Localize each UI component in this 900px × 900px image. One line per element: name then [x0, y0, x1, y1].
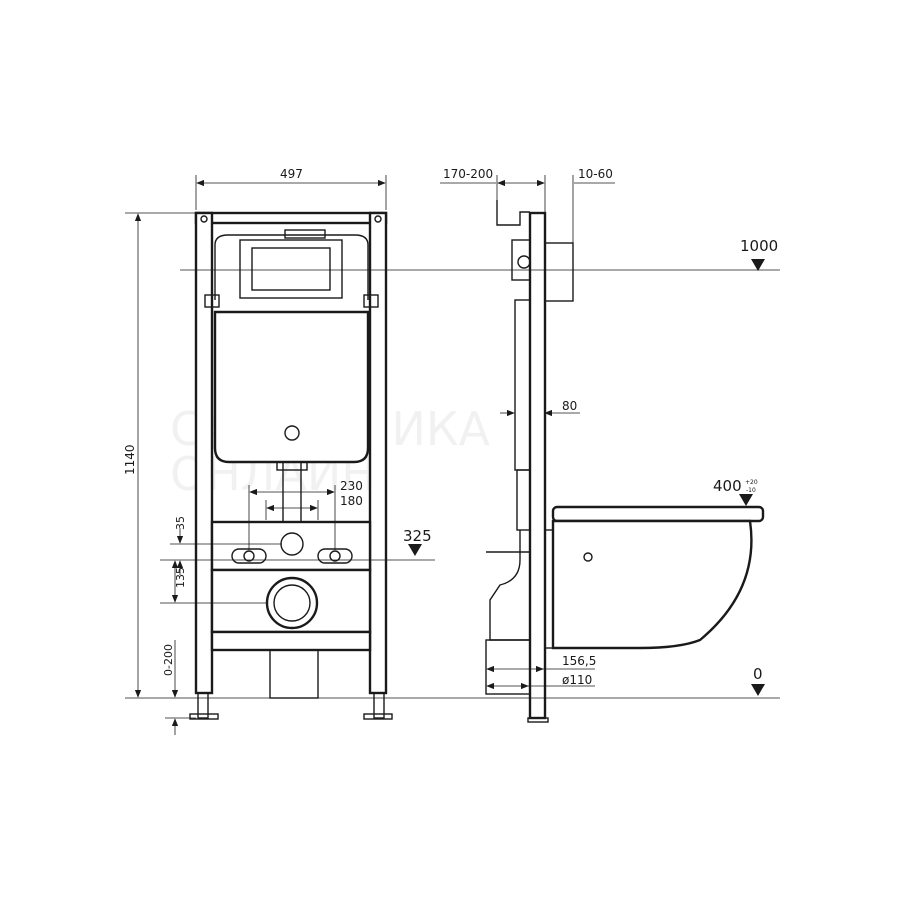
floor-level-label: 0: [753, 665, 763, 683]
bolt-inner-label: 180: [340, 494, 363, 508]
height-label: 1140: [123, 444, 137, 475]
flush-height-label: 1000: [740, 237, 778, 255]
seat-tol-minus: -10: [746, 487, 756, 494]
front-view: [189, 211, 393, 720]
leg-range-label: 0-200: [162, 644, 175, 676]
drain-offset-label: 156,5: [562, 654, 596, 668]
dimension-labels: 497 170-200 10-60 1000 1140 80 230 180 3…: [123, 167, 778, 687]
level-marker-icon: [751, 684, 765, 696]
side-view: [485, 200, 765, 723]
seat-tol-plus: +20: [745, 479, 758, 486]
width-label: 497: [280, 167, 303, 181]
level-marker-icon: [751, 259, 765, 271]
offset-135-label: 135: [174, 567, 187, 588]
seat-height-label: 400: [713, 477, 742, 495]
level-marker-icon: [408, 544, 422, 556]
profile-label: 80: [562, 399, 577, 413]
bolt-outer-label: 230: [340, 479, 363, 493]
level-marker-icon: [739, 494, 753, 506]
dimension-lines: [125, 175, 780, 735]
depth-label: 170-200: [443, 167, 493, 181]
drain-diameter-label: ø110: [562, 673, 592, 687]
wall-offset-label: 10-60: [578, 167, 613, 181]
inlet-height-label: 325: [403, 527, 432, 545]
offset-35-label: 35: [174, 516, 187, 530]
